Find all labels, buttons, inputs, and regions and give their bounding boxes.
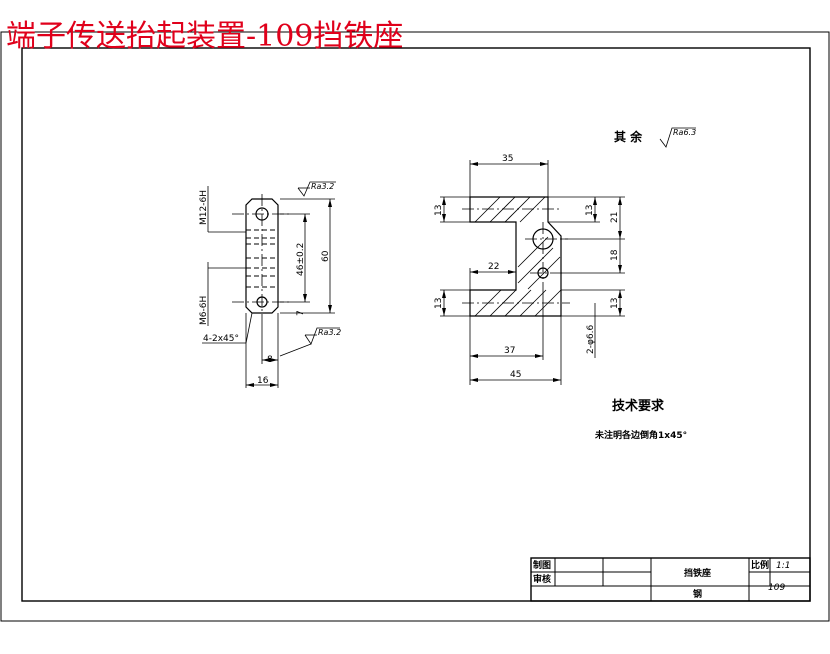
side-view-arrows (246, 199, 332, 387)
roughness-side-bottom: Ra3.2 (318, 328, 341, 337)
side-view-outline (245, 198, 279, 314)
dim-18: 18 (610, 249, 620, 261)
tb-checked-label: 审核 (533, 573, 551, 585)
dim-13-top-left: 13 (434, 205, 444, 216)
tb-scale-value: 1:1 (776, 561, 790, 571)
dim-46: 46±0.2 (296, 243, 306, 276)
chamfer-label: 4-2x45° (203, 334, 239, 344)
front-view (462, 196, 570, 317)
dim-8: 8 (267, 355, 273, 365)
sheet-border (0, 31, 830, 622)
tb-drawing-no: 109 (768, 583, 785, 593)
thread-bottom-label: M6-6H (199, 296, 209, 325)
requirements-text: 未注明各边倒角1x45° (594, 429, 687, 441)
tb-material: 钢 (693, 588, 702, 600)
roughness-rest-label: 其 余 (614, 129, 643, 144)
tb-scale-label: 比例 (751, 559, 769, 571)
front-view-dimensions (440, 127, 696, 385)
dim-22: 22 (488, 262, 499, 272)
requirements-heading: 技术要求 (612, 398, 665, 414)
title-block (530, 557, 811, 602)
roughness-side-top: Ra3.2 (311, 182, 334, 191)
drawing-title: 端子传送抬起装置-109挡铁座 (6, 19, 403, 54)
drawing-frame (21, 47, 811, 602)
front-view-arrows (442, 162, 622, 382)
dim-45: 45 (510, 370, 521, 380)
front-view-outline (469, 196, 562, 317)
dim-7: 7 (296, 310, 306, 316)
dim-21: 21 (610, 212, 620, 223)
dim-37: 37 (504, 346, 515, 356)
dim-16: 16 (257, 376, 269, 386)
dim-13-bottom-left: 13 (434, 298, 444, 309)
roughness-rest-value: Ra6.3 (673, 128, 696, 137)
tb-part-name: 挡铁座 (684, 567, 711, 579)
side-view (232, 194, 290, 318)
dim-13-top-right: 13 (585, 205, 595, 216)
dim-13-bottom-right: 13 (610, 298, 620, 309)
dim-60: 60 (321, 250, 331, 262)
tb-drawn-label: 制图 (533, 559, 551, 571)
thread-top-label: M12-6H (199, 190, 209, 225)
dim-35: 35 (502, 154, 513, 164)
hole-label: 2-φ6.6 (586, 325, 596, 354)
